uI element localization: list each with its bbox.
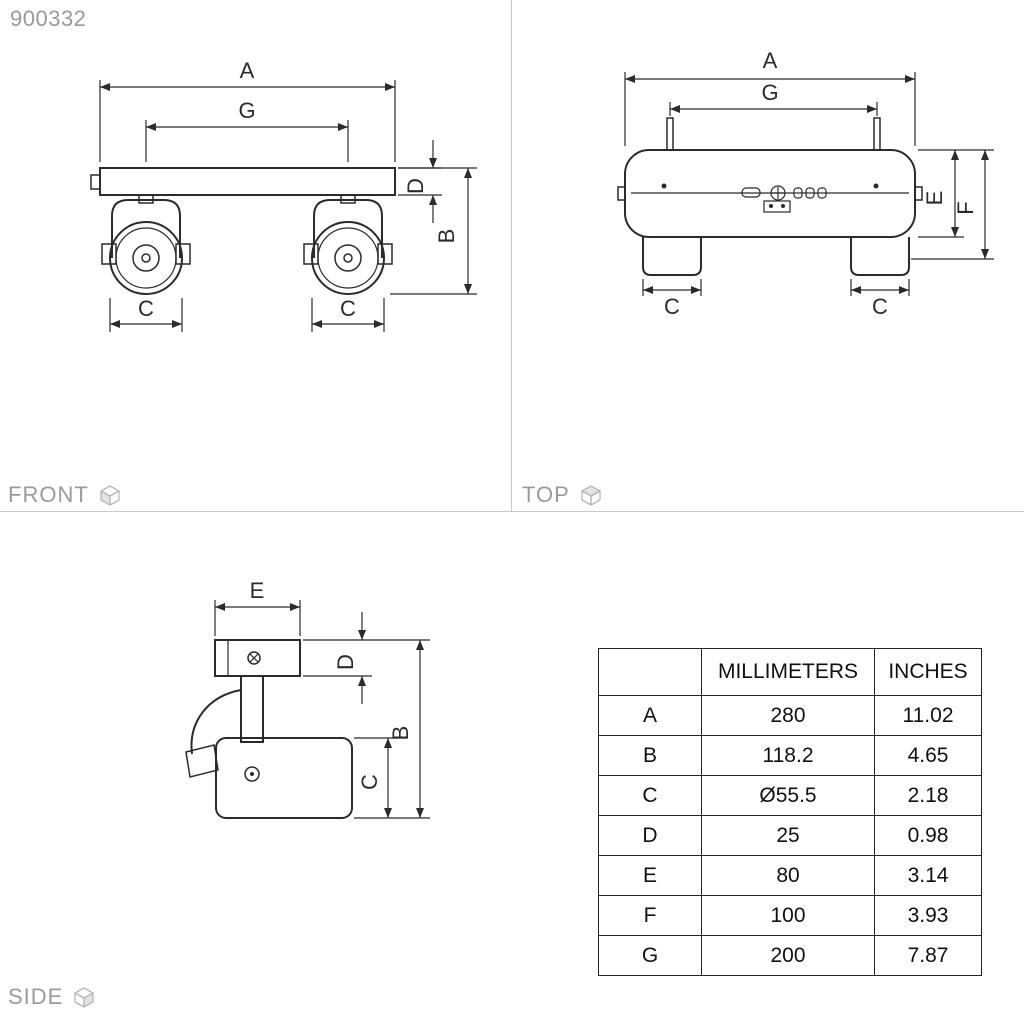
top-dimension-lines: [624, 72, 994, 296]
table-row: F 100 3.93: [598, 895, 982, 936]
in-cell: 3.14: [874, 855, 982, 896]
dim-label-C: C: [340, 296, 356, 321]
dim-label-E: E: [922, 191, 947, 206]
top-fixture-outline: [617, 117, 923, 276]
dim-label-C: C: [357, 774, 382, 790]
table-row: E 80 3.14: [598, 855, 982, 896]
dimensions-table: MILLIMETERS INCHES A 280 11.02 B 118.2 4…: [598, 648, 982, 976]
dim-label-D: D: [403, 178, 428, 194]
dim-cell: G: [598, 935, 702, 976]
top-cube-icon: [581, 485, 601, 506]
dim-cell: E: [598, 855, 702, 896]
table-row: D 25 0.98: [598, 815, 982, 856]
top-dimension-labels: A G E F C C: [664, 48, 978, 319]
side-view-label-text: SIDE: [8, 984, 64, 1009]
dim-label-C: C: [664, 294, 680, 319]
header-inches: INCHES: [874, 648, 982, 696]
table-header-row: MILLIMETERS INCHES: [598, 648, 982, 696]
mm-cell: 280: [701, 695, 875, 736]
mm-cell: 118.2: [701, 735, 875, 776]
front-view-label-text: FRONT: [8, 482, 89, 507]
side-dimension-lines: [214, 600, 430, 819]
dim-label-D: D: [333, 654, 358, 670]
front-dimension-labels: A G D B C C: [138, 58, 459, 321]
table-row: B 118.2 4.65: [598, 735, 982, 776]
dim-label-E: E: [250, 578, 265, 603]
dim-cell: C: [598, 775, 702, 816]
in-cell: 7.87: [874, 935, 982, 976]
mm-cell: Ø55.5: [701, 775, 875, 816]
side-view-label: SIDE: [8, 984, 96, 1010]
mm-cell: 80: [701, 855, 875, 896]
dim-label-B: B: [434, 229, 459, 244]
product-code: 900332: [10, 6, 87, 31]
table-row: G 200 7.87: [598, 935, 982, 976]
top-view-drawing: A G E F C C: [617, 48, 994, 319]
table-row: C Ø55.5 2.18: [598, 775, 982, 816]
side-fixture-outline: [185, 639, 353, 819]
header-millimeters: MILLIMETERS: [701, 648, 875, 696]
front-dimension-lines: [99, 80, 477, 332]
dim-label-F: F: [953, 201, 978, 214]
in-cell: 11.02: [874, 695, 982, 736]
mm-cell: 200: [701, 935, 875, 976]
mm-cell: 25: [701, 815, 875, 856]
dim-cell: D: [598, 815, 702, 856]
dim-label-B: B: [388, 726, 413, 741]
dim-cell: B: [598, 735, 702, 776]
top-view-label: TOP: [522, 482, 603, 508]
front-view-drawing: A G D B C C: [90, 58, 477, 332]
front-view-label: FRONT: [8, 482, 122, 508]
front-cube-icon: [100, 485, 120, 506]
dim-label-C: C: [138, 296, 154, 321]
side-cube-icon: [74, 987, 95, 1008]
in-cell: 0.98: [874, 815, 982, 856]
side-view-drawing: E D C B: [185, 578, 430, 819]
front-fixture-outline: [90, 167, 396, 295]
in-cell: 2.18: [874, 775, 982, 816]
table-row: A 280 11.02: [598, 695, 982, 736]
horizontal-divider: [0, 511, 1024, 512]
dim-cell: A: [598, 695, 702, 736]
top-plate-details: [631, 183, 909, 213]
dim-label-A: A: [763, 48, 778, 73]
in-cell: 3.93: [874, 895, 982, 936]
dim-label-A: A: [240, 58, 255, 83]
dim-cell: F: [598, 895, 702, 936]
mm-cell: 100: [701, 895, 875, 936]
side-dimension-labels: E D C B: [250, 578, 413, 790]
dim-label-G: G: [761, 80, 778, 105]
header-empty-cell: [598, 648, 702, 696]
dim-label-C: C: [872, 294, 888, 319]
top-view-label-text: TOP: [522, 482, 570, 507]
vertical-divider: [511, 0, 512, 512]
in-cell: 4.65: [874, 735, 982, 776]
dim-label-G: G: [238, 98, 255, 123]
